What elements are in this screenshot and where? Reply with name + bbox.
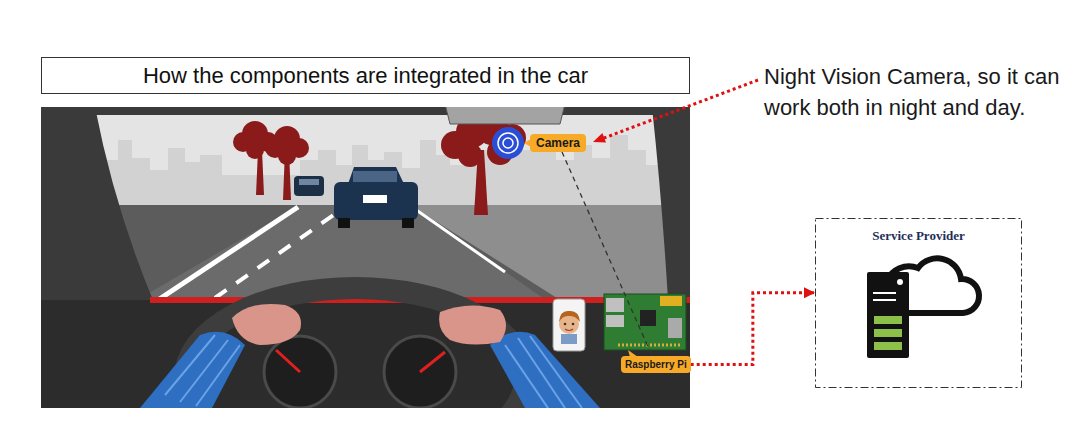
sleeve — [140, 332, 245, 408]
gpio-pins — [618, 344, 680, 347]
car-window — [353, 171, 397, 183]
car-body — [334, 182, 418, 220]
usb-port — [606, 315, 624, 327]
dash-dot-border — [816, 219, 1022, 388]
connector — [668, 318, 682, 338]
node-text: Raspberry Pi — [625, 358, 687, 371]
car-roof — [348, 167, 404, 184]
server-cloud-icon — [867, 258, 979, 358]
gauge — [264, 336, 336, 408]
server-symbol — [867, 272, 909, 358]
car-window — [299, 179, 319, 185]
server-bar — [874, 316, 902, 324]
tree-crown — [278, 147, 296, 165]
node-text: Service Provider — [872, 228, 965, 244]
camera-body — [492, 127, 524, 159]
phone-body — [553, 299, 585, 351]
car-wheel — [338, 218, 350, 228]
hand — [439, 305, 506, 344]
near-car — [334, 167, 418, 228]
data-link-arrow — [691, 293, 815, 365]
sky — [41, 107, 690, 217]
hand — [232, 304, 301, 345]
raspberry-pi-board — [604, 294, 686, 350]
gauge — [384, 336, 456, 408]
eye — [572, 323, 575, 326]
car-body — [294, 176, 324, 196]
car-roof-liner — [41, 107, 690, 115]
lane-edge — [412, 207, 505, 272]
mouth — [565, 329, 573, 331]
hair — [559, 311, 580, 322]
connector — [660, 296, 682, 306]
tree-crown — [246, 141, 264, 159]
server-led — [897, 279, 903, 285]
road-shoulder — [410, 205, 690, 300]
dashed-wire — [562, 152, 652, 356]
server-slot — [873, 299, 896, 301]
rear-view-mirror — [445, 107, 565, 124]
dashboard — [41, 300, 690, 408]
ground — [41, 205, 690, 408]
gauge-needle — [276, 350, 300, 372]
eye — [564, 323, 567, 326]
box-outline — [815, 218, 1022, 388]
server-slot — [873, 292, 896, 294]
circuit-board — [604, 294, 686, 350]
camera-lens — [503, 138, 513, 148]
tree-crown — [458, 143, 482, 167]
chip — [640, 310, 656, 326]
license-plate — [363, 195, 387, 203]
server-bar — [874, 342, 902, 350]
tree — [233, 121, 278, 195]
sleeve-stripes — [165, 335, 240, 406]
car-wheel — [402, 218, 414, 228]
city-skyline — [41, 135, 690, 215]
service-provider-box: Service Provider — [815, 218, 1022, 388]
diagram-title: How the components are integrated in the… — [143, 63, 588, 89]
camera-ring — [498, 133, 518, 153]
camera-tag: Camera — [530, 134, 586, 152]
usb-port — [606, 298, 624, 312]
tree — [441, 111, 526, 215]
a-pillar — [652, 107, 690, 300]
server-bar — [874, 329, 902, 337]
node-text: Camera — [536, 135, 580, 151]
camera-symbol — [492, 127, 524, 159]
title-box: How the components are integrated in the… — [41, 57, 690, 94]
phone — [553, 299, 585, 351]
note-text: Night Vision Camera, so it can work both… — [764, 61, 1079, 123]
far-car — [294, 176, 324, 196]
arrowhead — [593, 133, 606, 142]
gauge-needle — [420, 352, 445, 372]
shoulders — [561, 334, 577, 344]
raspberry-pi-tag: Raspberry Pi — [621, 356, 691, 373]
a-pillar — [41, 107, 155, 320]
car-scene — [41, 107, 690, 408]
